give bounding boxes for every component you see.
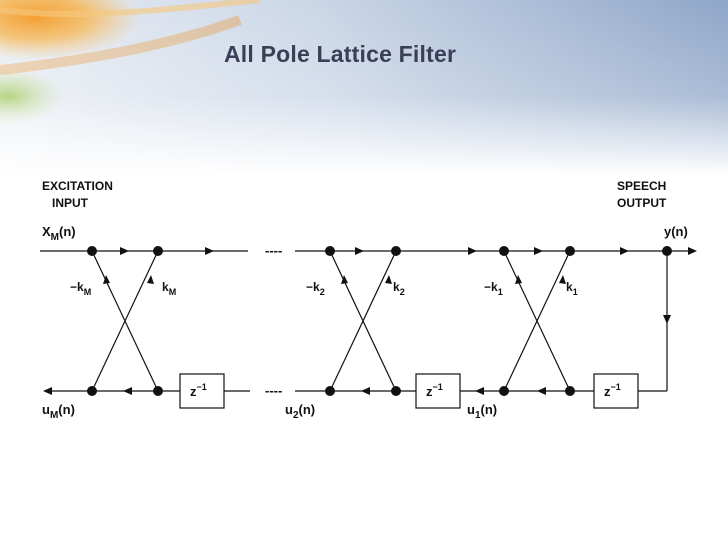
lattice-stage-2: −k2 k2 u2(n) [285,246,405,421]
backward-signal-label: u2(n) [285,402,315,421]
reflection-coef-neg-label: −kM [70,280,91,297]
forward-arrowheads [120,247,629,255]
backward-signal-label: uM(n) [42,402,75,421]
speech-label: SPEECH [617,179,666,193]
node [499,246,509,256]
delay-block-m: z−1 [179,373,225,409]
forward-path [40,247,697,255]
output-node [662,246,672,256]
top-ellipsis: ---- [265,243,282,258]
node [499,386,509,396]
backward-signal-label: u1(n) [467,402,497,421]
reflection-coef-neg-label: −k1 [484,280,503,297]
node [153,386,163,396]
svg-text:z−1: z−1 [190,382,207,399]
node [565,246,575,256]
output-label: OUTPUT [617,196,667,210]
input-signal-label: XM(n) [42,224,76,243]
node [325,386,335,396]
node [565,386,575,396]
bottom-ellipsis: ---- [265,383,282,398]
delay-block-1: z−1 [593,373,639,409]
node [87,246,97,256]
node [391,246,401,256]
excitation-label: EXCITATION [42,179,113,193]
svg-text:z−1: z−1 [426,382,443,399]
feedback-arrowhead [663,315,671,324]
backward-path [43,251,668,395]
lattice-stage-m: −kM kM uM(n) [42,246,176,421]
svg-text:z−1: z−1 [604,382,621,399]
node [87,386,97,396]
lattice-stage-1: −k1 k1 u1(n) [467,246,578,421]
node [153,246,163,256]
output-signal-label: y(n) [664,224,688,239]
lattice-filter-diagram: EXCITATION INPUT SPEECH OUTPUT XM(n) y(n… [35,175,703,425]
backward-arrowheads [123,387,546,395]
reflection-coef-label: kM [162,280,176,297]
slide-header-background [0,0,728,175]
reflection-coef-label: k2 [393,280,405,297]
reflection-coef-label: k1 [566,280,578,297]
lattice-filter-svg: EXCITATION INPUT SPEECH OUTPUT XM(n) y(n… [40,179,697,421]
reflection-coef-neg-label: −k2 [306,280,325,297]
node [325,246,335,256]
input-label: INPUT [52,196,89,210]
delay-block-2: z−1 [415,373,461,409]
slide-title: All Pole Lattice Filter [224,41,457,67]
node [391,386,401,396]
